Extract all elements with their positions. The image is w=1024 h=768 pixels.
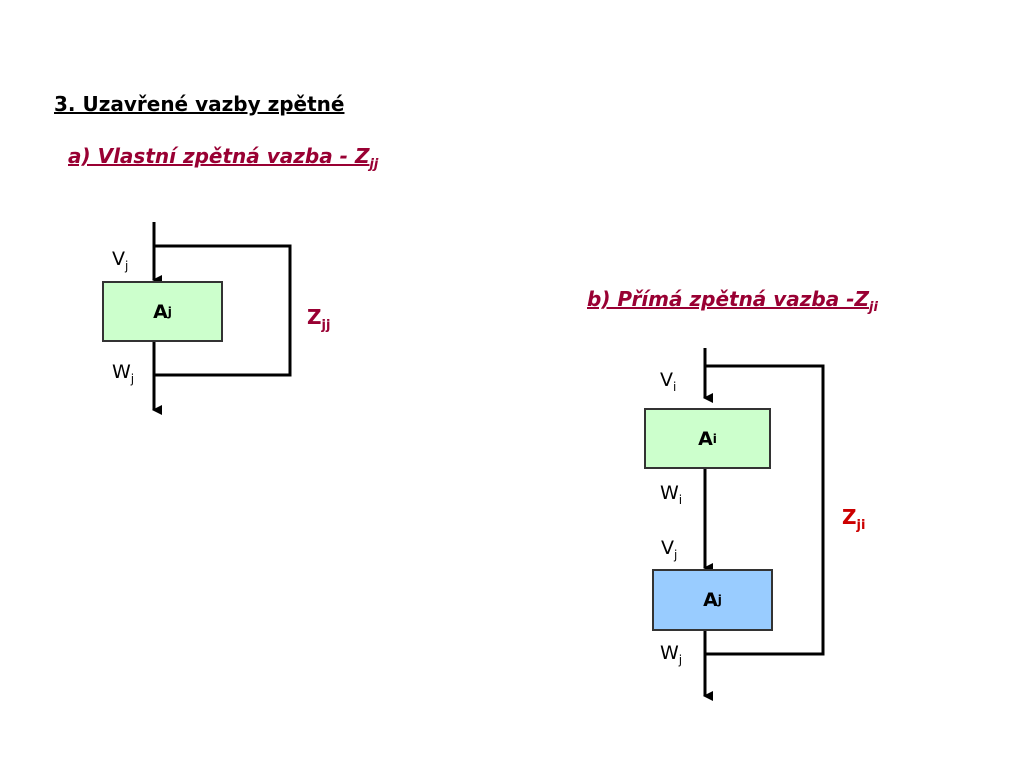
b-input2-label: Vj [661,537,677,562]
b-feedback-loop [705,364,825,656]
section-b-heading-sub: ji [869,300,878,315]
b-output1-label-sub: i [678,492,683,507]
b-input1-label-sub: i [673,379,677,394]
block-a-j-label: A [153,300,168,323]
block-b-i-sub: i [712,431,717,446]
a-output-label-sub: j [130,371,135,386]
b-input1-label: Vi [660,369,676,394]
b-feedback-label-sub: ji [856,518,866,533]
block-a-j-sub: j [167,304,172,319]
section-a-heading: a) Vlastní zpětná vazba - Zjj [68,144,378,172]
b-input2-label-sub: j [674,547,678,562]
section-a-heading-text: a) Vlastní zpětná vazba - Z [68,144,370,168]
b-input2-label-text: V [661,537,674,559]
a-output-label-text: W [112,361,131,383]
b-feedback-label: Zji [842,505,865,533]
a-input-label-text: V [112,248,125,270]
section-b-heading-text: b) Přímá zpětná vazba -Z [587,287,870,311]
a-feedback-label-text: Z [307,305,322,329]
b-output2-label-sub: j [678,652,683,667]
b-feedback-label-text: Z [842,505,857,529]
b-output1-label: Wi [660,482,682,507]
block-b-j-sub: j [717,593,722,607]
page-title: 3. Uzavřené vazby zpětné [54,92,345,116]
b-output2-label: Wj [660,642,682,667]
a-feedback-label-sub: jj [321,318,331,333]
section-b-heading: b) Přímá zpětná vazba -Zji [587,287,878,315]
a-input-label-sub: j [125,258,129,273]
b-input1-label-text: V [660,369,673,391]
a-input-label: Vj [112,248,128,273]
section-a-heading-sub: jj [369,157,379,172]
b-output2-label-text: W [660,642,679,664]
block-b-j-label: A [703,589,718,611]
b-output1-label-text: W [660,482,679,504]
a-feedback-loop [154,244,292,377]
a-feedback-label: Zjj [307,305,330,333]
block-b-i-label: A [698,427,713,450]
a-output-label: Wj [112,361,134,386]
